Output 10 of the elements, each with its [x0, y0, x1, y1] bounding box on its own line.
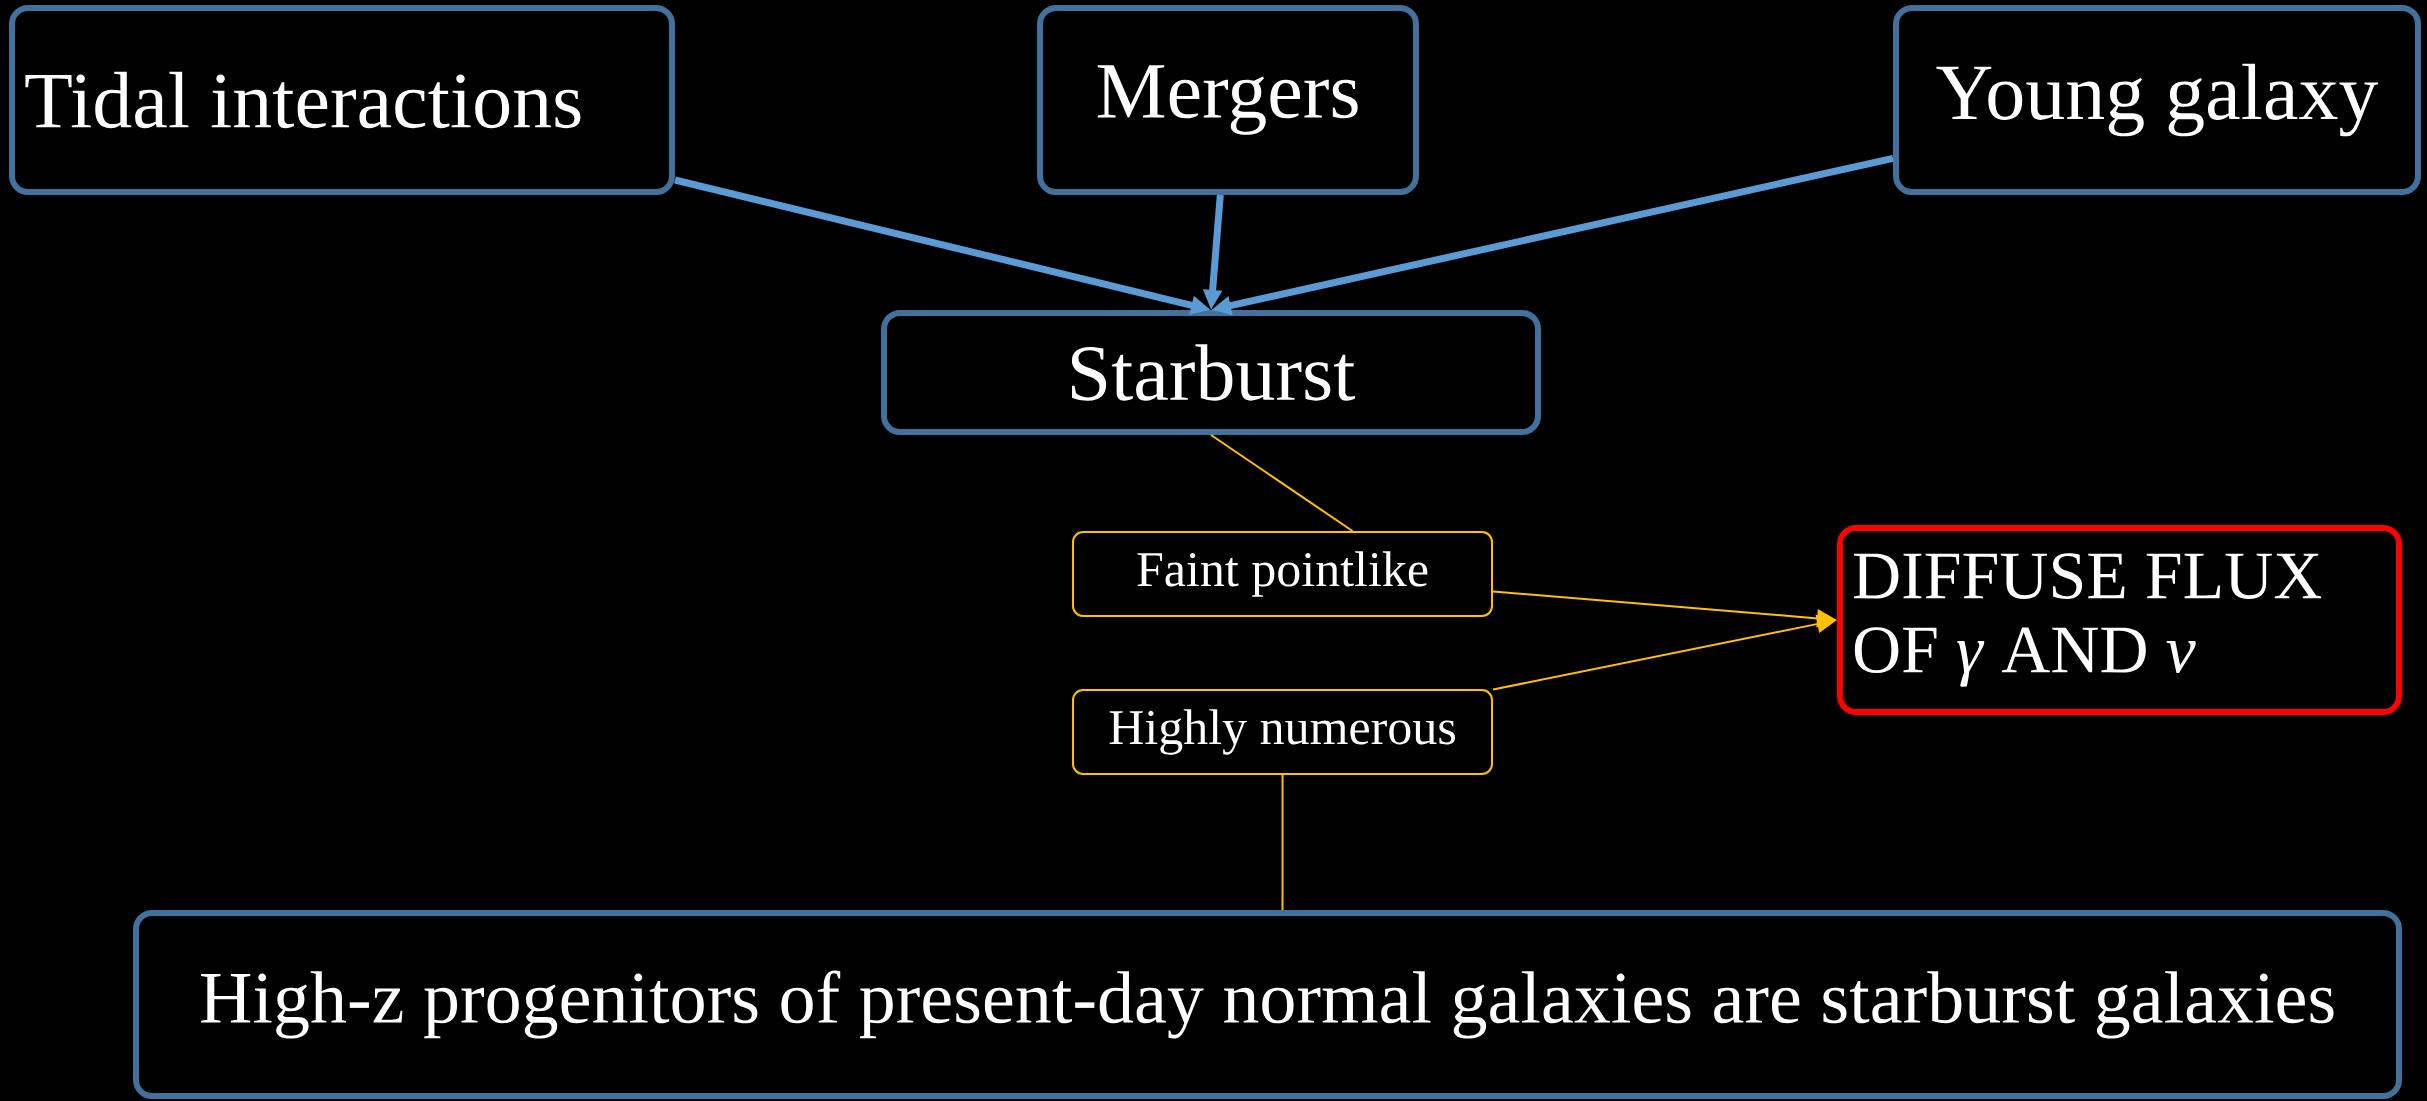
connector-line: [1210, 434, 1354, 532]
result-box: DIFFUSE FLUX OF γ AND ν: [1837, 525, 2402, 715]
property-box: Faint pointlike: [1072, 531, 1493, 617]
conclusion-box: High-z progenitors of present-day normal galaxies are starburst galaxies: [133, 910, 2402, 1099]
process-box: Mergers: [1037, 5, 1419, 195]
process-box: Young galaxy: [1893, 5, 2421, 195]
connector-line: [1281, 774, 1284, 911]
process-box: Tidal interactions: [9, 5, 675, 195]
process-box: Starburst: [881, 310, 1541, 435]
property-box: Highly numerous: [1072, 689, 1493, 775]
